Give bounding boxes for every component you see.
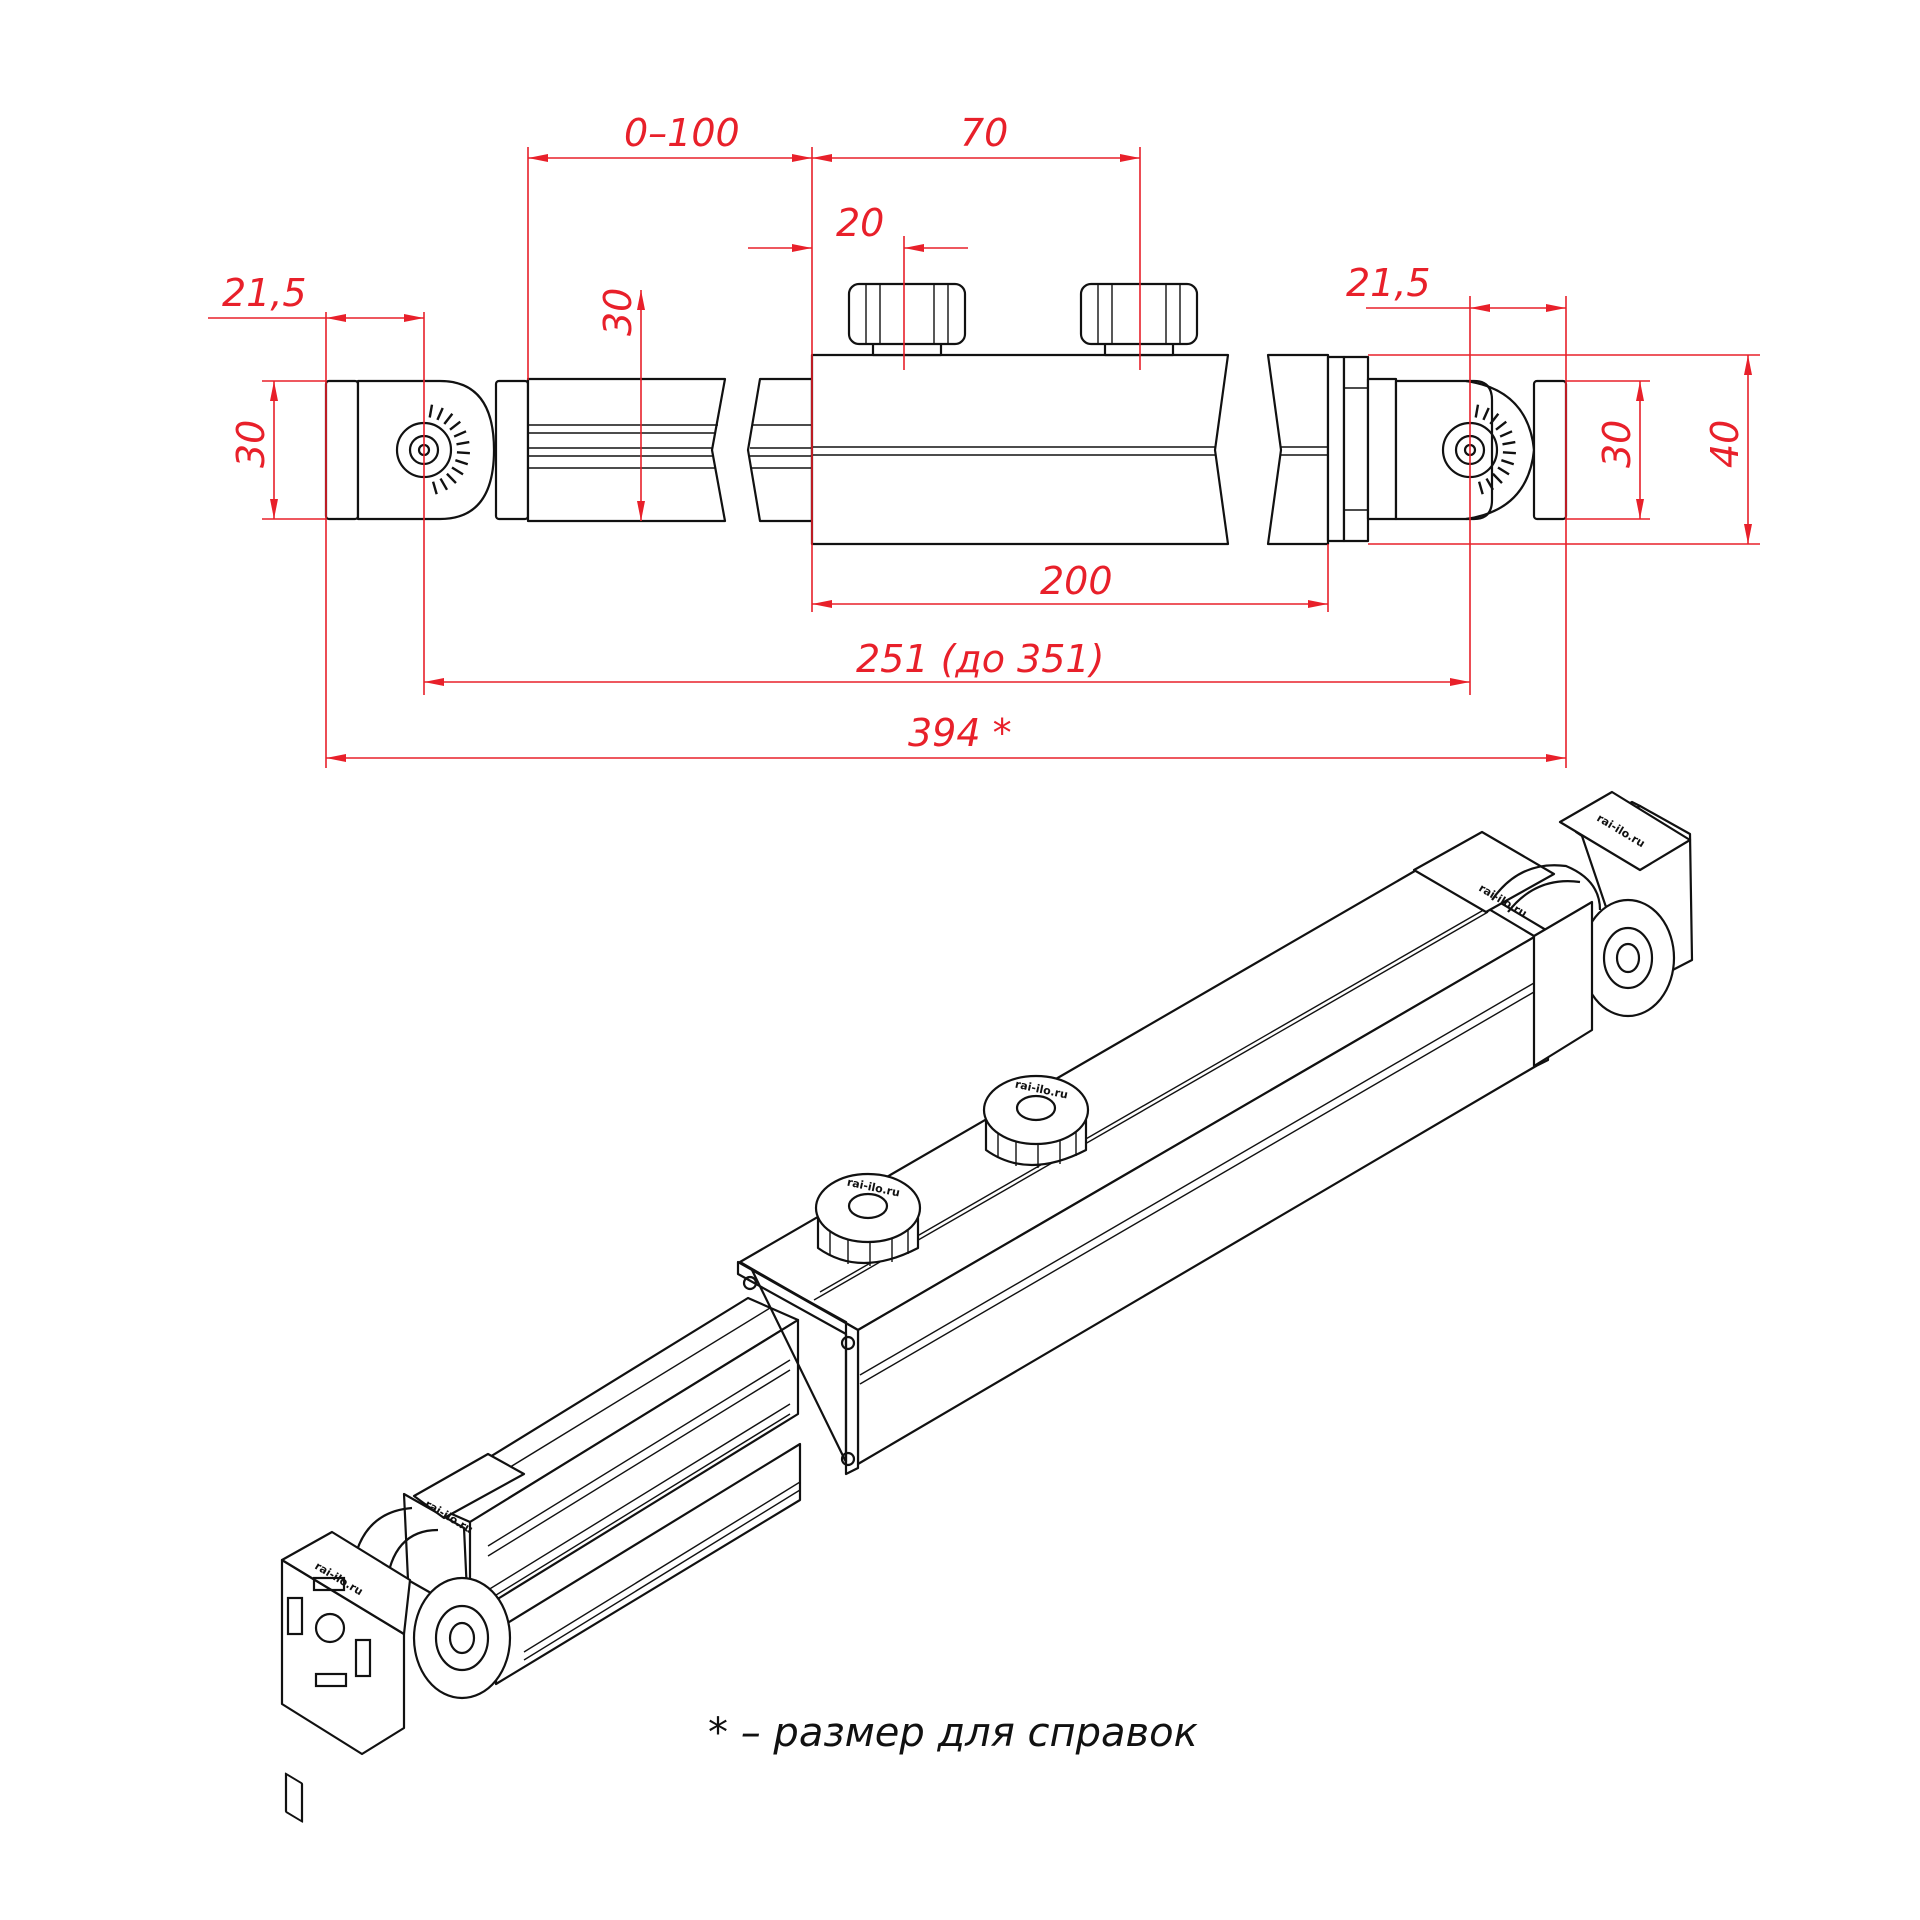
iso-knob-front: rai-ilo.ru [814,1172,922,1266]
dim-right-total-height: 40 [1703,420,1747,468]
dim-left-height: 30 [229,420,273,468]
dim-rail-height: 30 [596,288,640,336]
dim-sleeve-length: 200 [1040,559,1113,603]
iso-outer-sleeve [736,860,1550,1476]
knob-left [847,282,967,357]
front-view: 21,5 30 30 0–100 70 20 21,5 30 40 200 25… [208,111,1760,768]
dim-right-hinge-offset: 21,5 [1346,261,1431,305]
right-end-cap [1326,355,1568,543]
outer-sleeve [810,353,1330,546]
iso-inner-rail [418,1296,802,1686]
iso-right-end: rai-ilo.ru rai-ilo.ru [1412,790,1694,1068]
dim-left-hinge-offset: 21,5 [222,271,307,315]
dimension-lines [208,147,1760,768]
knob-right [1079,282,1199,357]
dim-knob-offset: 20 [836,201,884,245]
dim-right-height: 30 [1595,420,1639,468]
dim-overall-length: 394 * [908,711,1012,755]
inner-rail [526,377,814,523]
left-end-cap [324,379,530,521]
dim-knob-spacing: 70 [960,111,1008,155]
dim-center-distance: 251 (до 351) [856,637,1104,681]
isometric-view: rai-ilo.ru rai-ilo.ru [280,790,1694,1823]
footnote: * – размер для справок [708,1710,1198,1756]
iso-knob-back: rai-ilo.ru [982,1074,1090,1168]
dimension-labels: 21,5 30 30 0–100 70 20 21,5 30 40 200 25… [222,111,1747,755]
iso-left-end: rai-ilo.ru rai-ilo.ru [280,1452,526,1823]
dim-stroke-range: 0–100 [624,111,740,155]
